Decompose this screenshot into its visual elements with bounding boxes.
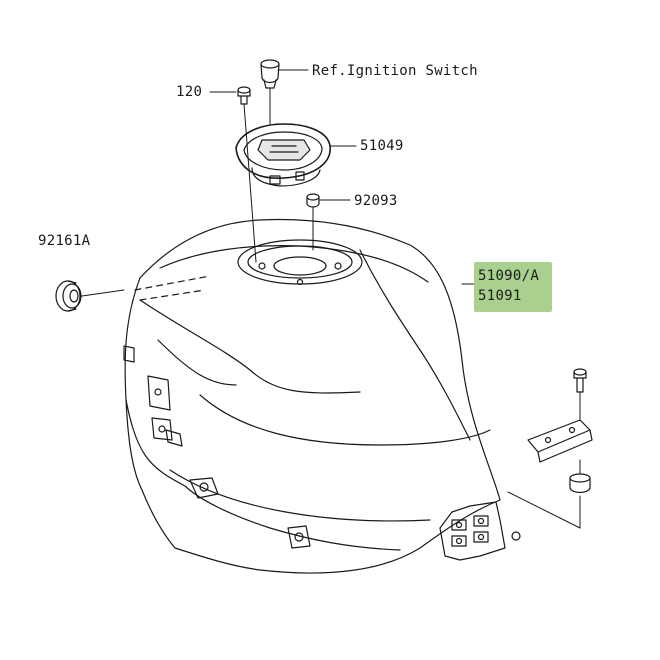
callout-92161a: 92161A: [38, 233, 91, 249]
grommet-92161a: [55, 280, 82, 312]
callout-51090a: 51090/A: [478, 268, 540, 284]
callout-ignition-ref: Ref.Ignition Switch: [312, 63, 478, 79]
fuel-tank-body: [123, 218, 501, 574]
filler-opening: [237, 239, 363, 286]
rear-mount-plate: [439, 501, 521, 561]
tank-part-highlight: [474, 262, 552, 312]
ignition-insert: [260, 59, 280, 89]
right-mount-parts: [527, 368, 593, 494]
callout-51091: 51091: [478, 288, 522, 304]
callout-120: 120: [176, 84, 203, 100]
filler-cap: [235, 123, 331, 187]
callout-51049: 51049: [360, 138, 404, 154]
leader-lines: [81, 69, 581, 529]
bolt-120: [237, 86, 251, 105]
callout-92093: 92093: [354, 193, 398, 209]
part-92093: [306, 193, 320, 208]
